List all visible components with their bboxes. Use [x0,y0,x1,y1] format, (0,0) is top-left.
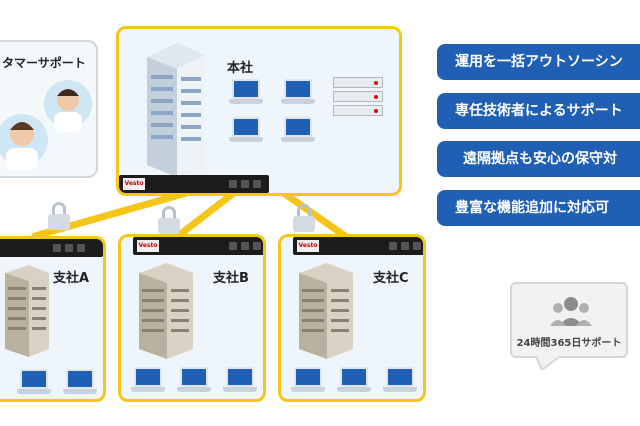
server-rack-icon [333,105,383,116]
support-24h-bubble: 24時間365日サポート [510,282,628,358]
headquarters-label: 本社 [227,61,254,76]
branch-building-icon [299,263,353,359]
customer-support-title: タマーサポート [2,56,86,70]
laptop-icon [131,367,165,393]
branch-box-a: 支社A [0,236,106,402]
server-rack-icon [333,77,383,88]
server-rack-icon [333,91,383,102]
laptop-icon [291,367,325,393]
branch-label-a: 支社A [53,271,90,286]
router-device-icon: Vesto [293,237,423,255]
support-24h-text: 24時間365日サポート [516,338,622,349]
branch-label-c: 支社C [373,271,409,286]
lock-icon [48,202,70,230]
laptop-icon [17,369,51,395]
feature-badge-feature-expansion: 豊富な機能追加に対応可 [437,190,640,226]
branch-building-icon [139,263,193,359]
headquarters-box: 本社 Vesto [116,26,402,196]
lock-icon [293,204,315,232]
laptop-icon [281,79,315,105]
router-device-icon [0,239,103,257]
router-device-icon: Vesto [119,175,269,193]
router-device-icon: Vesto [133,237,263,255]
lock-icon [158,206,180,234]
laptop-icon [63,369,97,395]
customer-support-box: タマーサポート [0,40,98,178]
branch-building-icon [5,265,49,357]
laptop-icon [281,117,315,143]
laptop-icon [337,367,371,393]
laptop-icon [229,117,263,143]
support-staff-icon [0,80,92,170]
branch-box-b: 支社B Vesto [118,234,266,402]
feature-badge-dedicated-support: 専任技術者によるサポート [437,93,640,129]
laptop-icon [223,367,257,393]
branch-label-b: 支社B [213,271,249,286]
headquarters-building-icon [147,43,205,177]
bubble-tail [536,356,560,370]
laptop-icon [177,367,211,393]
feature-badge-remote-maintenance: 遠隔拠点も安心の保守対 [437,141,640,177]
laptop-icon [383,367,417,393]
feature-badge-outsourcing: 運用を一括アウトソーシン [437,44,640,80]
branch-box-c: 支社C Vesto [278,234,426,402]
support-team-icon [550,297,592,326]
laptop-icon [229,79,263,105]
